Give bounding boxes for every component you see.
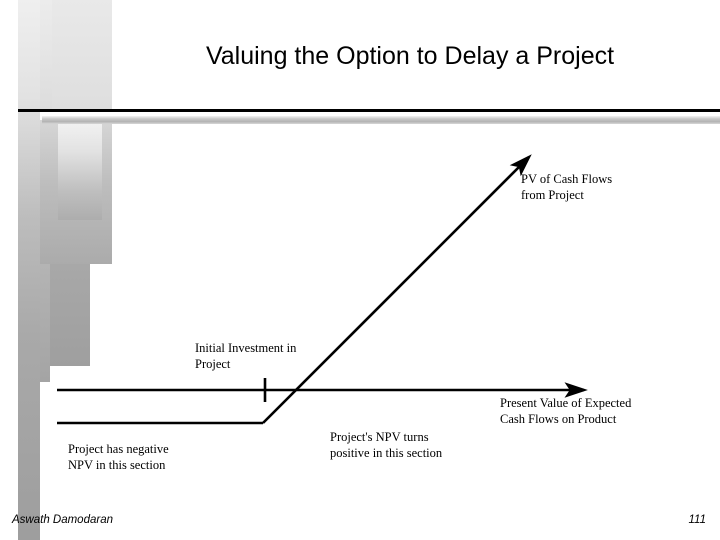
title-divider-shadow: [42, 116, 720, 124]
decoration-vertical-strip: [18, 0, 40, 540]
label-initial-investment: Initial Investment in Project: [195, 341, 297, 371]
label-present-value-axis: Present Value of Expected Cash Flows on …: [500, 396, 632, 426]
decoration-mid-highlight: [58, 122, 102, 220]
page-title: Valuing the Option to Delay a Project: [205, 42, 615, 70]
payoff-diagonal-line: [262, 154, 532, 424]
label-positive-section: Project's NPV turns positive in this sec…: [330, 430, 443, 460]
label-negative-section: Project has negative NPV in this section: [68, 442, 169, 472]
decoration-top-block-inner: [52, 0, 112, 110]
label-pv-cash-flows: PV of Cash Flows from Project: [521, 172, 613, 202]
footer-author: Aswath Damodaran: [12, 514, 113, 526]
footer-page-number: 111: [688, 514, 706, 526]
title-divider-rule: [18, 109, 720, 112]
